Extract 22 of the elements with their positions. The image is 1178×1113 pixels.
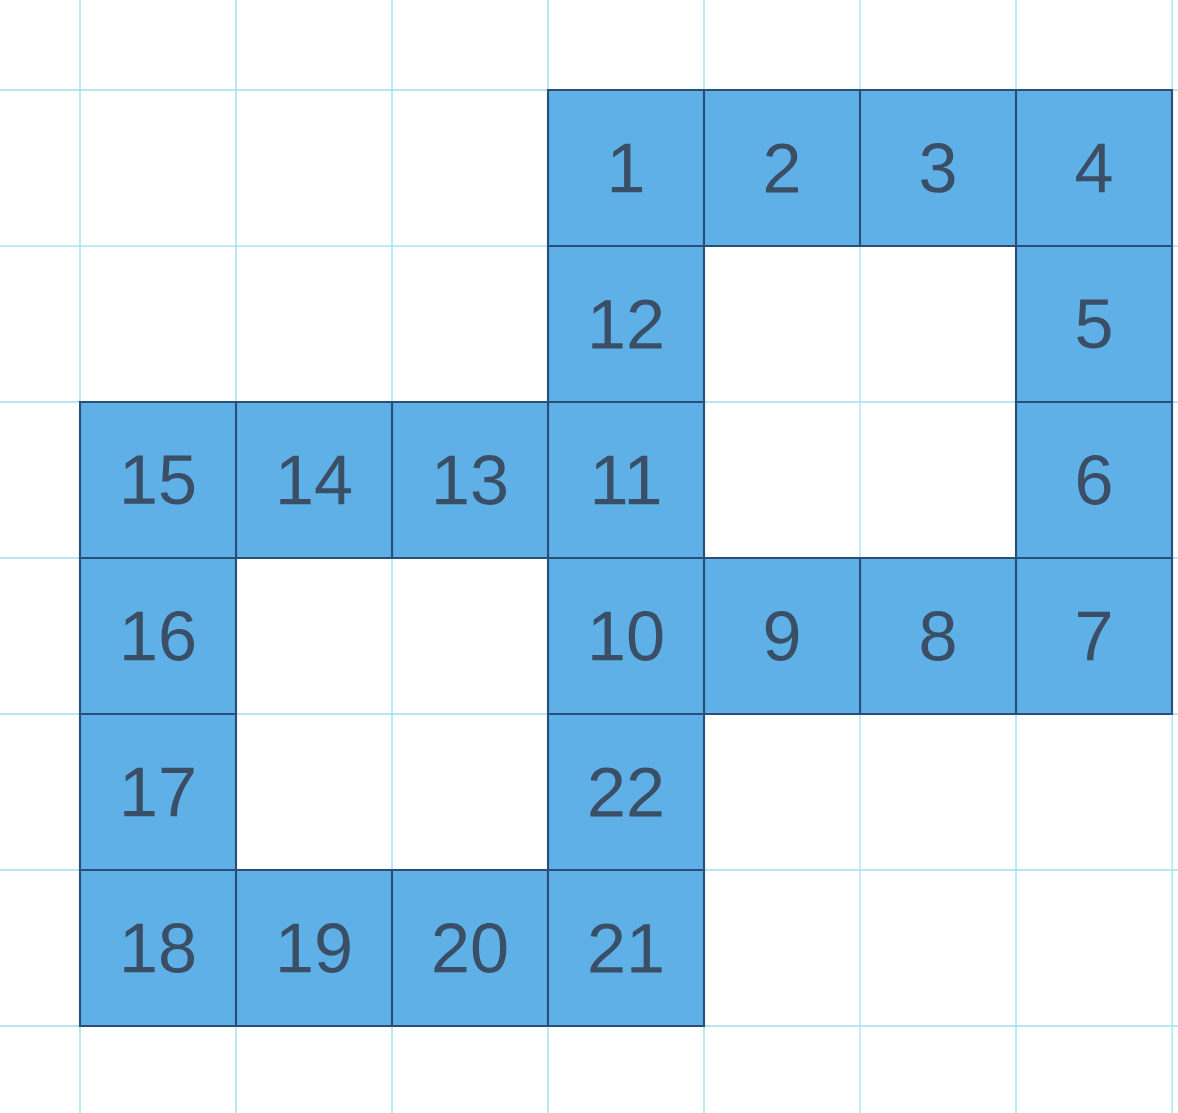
number-cell: 18	[78, 868, 238, 1028]
number-cell: 13	[390, 400, 550, 560]
number-cell: 6	[1014, 400, 1174, 560]
number-cell: 9	[702, 556, 862, 716]
number-cell: 16	[78, 556, 238, 716]
number-cell: 12	[546, 244, 706, 404]
number-cell: 11	[546, 400, 706, 560]
number-cell: 8	[858, 556, 1018, 716]
number-cell: 4	[1014, 88, 1174, 248]
number-cell: 14	[234, 400, 394, 560]
number-cell: 21	[546, 868, 706, 1028]
number-cell: 2	[702, 88, 862, 248]
number-cell: 7	[1014, 556, 1174, 716]
number-cell: 15	[78, 400, 238, 560]
number-cell: 19	[234, 868, 394, 1028]
number-cell: 17	[78, 712, 238, 872]
number-cell: 3	[858, 88, 1018, 248]
number-cell: 10	[546, 556, 706, 716]
number-cell: 20	[390, 868, 550, 1028]
number-cell: 1	[546, 88, 706, 248]
number-cell: 5	[1014, 244, 1174, 404]
number-cell: 22	[546, 712, 706, 872]
